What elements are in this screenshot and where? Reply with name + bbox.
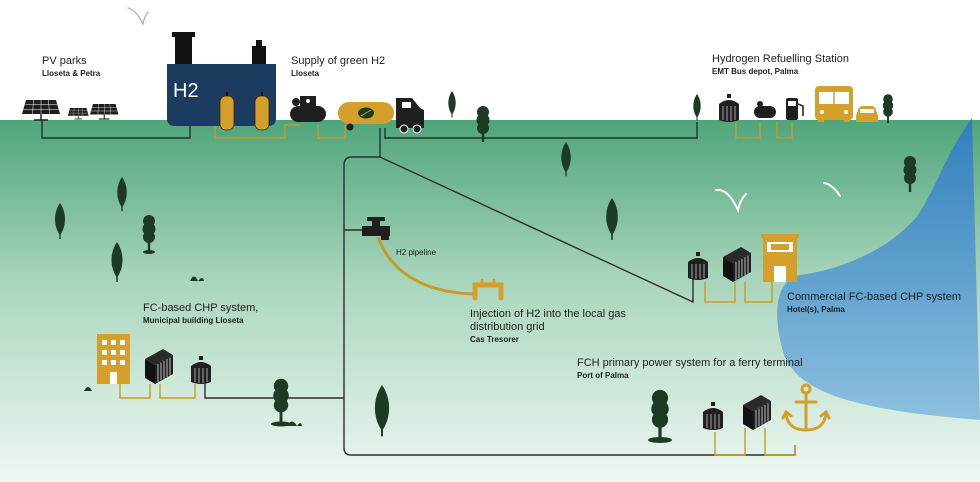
pv-parks-label: PV parks Lloseta & Petra	[42, 55, 100, 79]
injection-subtitle: Cas Tresorer	[470, 335, 519, 345]
sea-area	[777, 118, 980, 420]
commercial-chp-title: Commercial FC-based CHP system	[787, 291, 962, 303]
h2-plant-label: H2	[173, 80, 199, 102]
ferry-title: FCH primary power system for a ferry ter…	[577, 357, 803, 369]
ferry-label: FCH primary power system for a ferry ter…	[577, 357, 803, 381]
tube-trailer-icon	[338, 102, 394, 131]
commercial-chp-label: Commercial FC-based CHP system Hotel(s),…	[787, 291, 961, 315]
shrub-icon	[84, 276, 302, 426]
pipeline-label: H2 pipeline	[396, 248, 437, 257]
storage-tank-icon	[718, 93, 740, 123]
supply-subtitle: Lloseta	[291, 69, 320, 79]
fc-chp-title: FC-based CHP system,	[143, 302, 259, 314]
truck-icon	[396, 98, 424, 134]
bird-icon	[127, 7, 841, 214]
ferry-subtitle: Port of Palma	[577, 371, 629, 381]
car-icon	[856, 106, 878, 122]
gas-injection-icon	[472, 278, 504, 301]
compressor-icon-hrs	[754, 101, 776, 118]
commercial-chp-subtitle: Hotel(s), Palma	[787, 305, 845, 315]
injection-label: Injection of H2 into the local gas distr…	[470, 308, 626, 345]
hotel-icon	[761, 234, 799, 282]
supply-label: Supply of green H2 Lloseta	[291, 55, 385, 79]
pv-parks-subtitle: Lloseta & Petra	[42, 69, 101, 79]
hrs-label: Hydrogen Refuelling Station EMT Bus depo…	[712, 53, 849, 77]
connection-lines	[41, 120, 796, 456]
gas-valve-icon	[362, 217, 390, 240]
building-icon	[97, 334, 130, 384]
injection-title-line2: distribution grid	[470, 321, 545, 334]
fuel-pump-icon	[786, 98, 804, 120]
supply-title: Supply of green H2	[291, 55, 386, 67]
solar-panel-icon	[21, 99, 120, 121]
anchor-icon	[781, 383, 831, 432]
tree-shadow	[143, 250, 672, 443]
hrs-title: Hydrogen Refuelling Station	[712, 53, 849, 65]
pv-parks-title: PV parks	[42, 55, 87, 67]
h2-plant-icon	[167, 32, 276, 131]
compressor-icon	[290, 96, 326, 122]
bus-icon	[815, 86, 853, 122]
fc-chp-label: FC-based CHP system, Municipal building …	[143, 302, 258, 326]
ground-area	[0, 120, 980, 482]
hrs-subtitle: EMT Bus depot, Palma	[712, 67, 799, 77]
gold-lines	[119, 122, 796, 456]
injection-title-line1: Injection of H2 into the local gas	[470, 308, 626, 320]
fc-chp-subtitle: Municipal building Lloseta	[143, 316, 244, 326]
